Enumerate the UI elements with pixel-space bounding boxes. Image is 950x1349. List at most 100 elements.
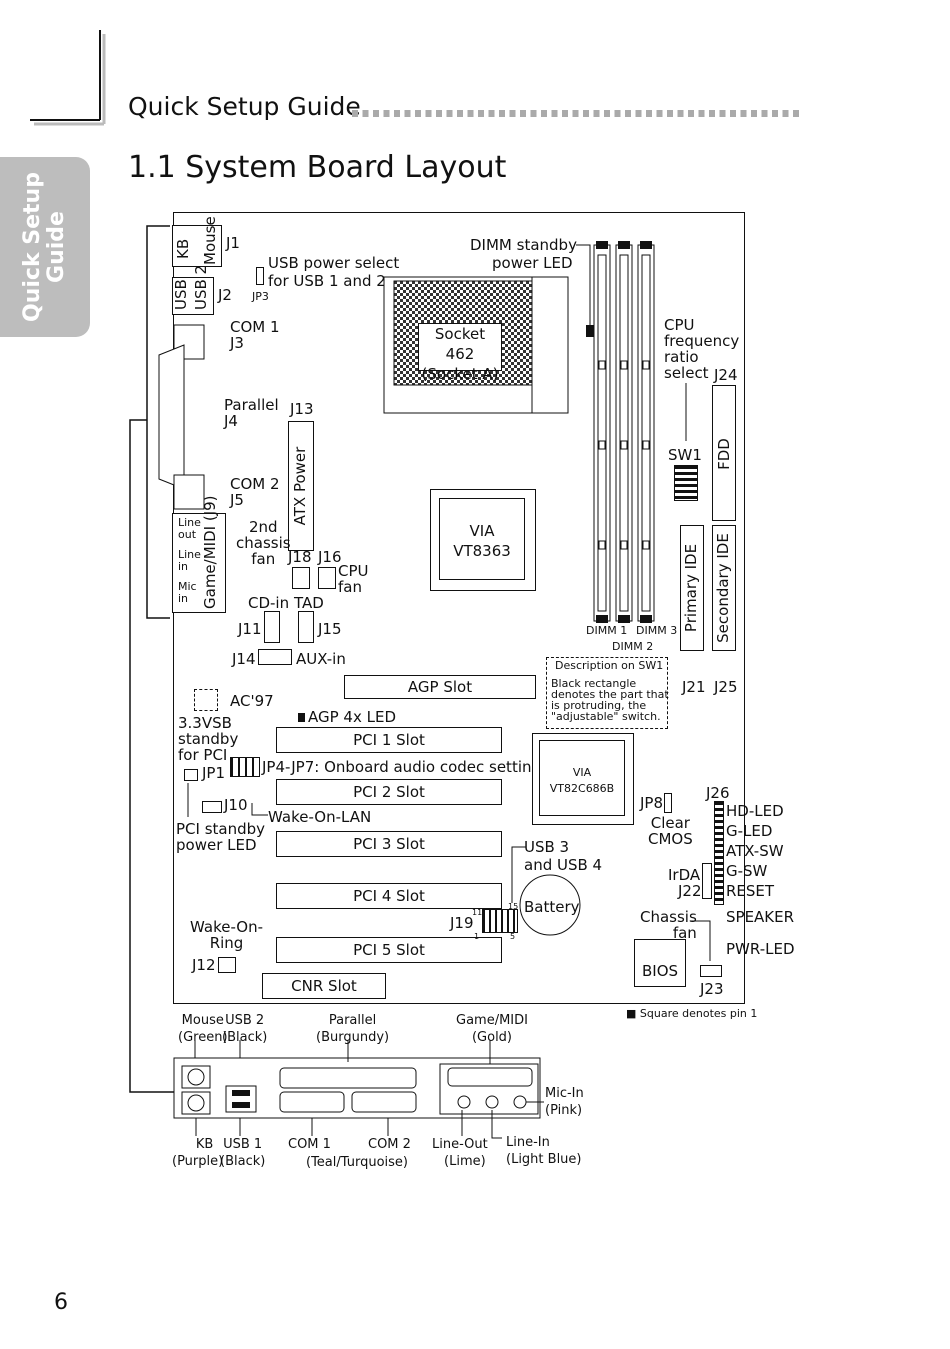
sw1-description-body: Black rectangle denotes the part that is… (551, 677, 669, 723)
j18-label: J18 (288, 548, 312, 566)
secondary-ide-label: Secondary IDE (714, 533, 732, 643)
j23-label: J23 (700, 980, 724, 998)
audio-jacks-connector (172, 513, 226, 613)
fdd-label: FDD (715, 438, 733, 470)
primary-ide-connector (680, 525, 704, 651)
j11-label: J11 (238, 620, 262, 638)
jp8-jumper (664, 793, 672, 813)
page-number: 6 (54, 1290, 68, 1315)
pin15-label: 15 (508, 902, 519, 911)
pci1-slot: PCI 1 Slot (276, 727, 502, 753)
bios-chip (634, 939, 686, 987)
reset-label: RESET (726, 882, 775, 900)
sw1-dip-switch (674, 465, 698, 501)
g-led-label: G-LED (726, 822, 773, 840)
pin5-label: 5 (510, 932, 516, 941)
parallel-com-connectors (158, 324, 205, 510)
dimm1-label: DIMM 1 (586, 624, 628, 637)
pin11-label: 11 (472, 908, 483, 917)
wake-on-ring-label: Wake-On-Ring (190, 918, 264, 952)
ac97-label: AC'97 (230, 692, 274, 710)
fdd-connector (712, 385, 736, 521)
j4-label: J4 (224, 412, 238, 430)
com1-label: COM 1 (230, 318, 280, 336)
j22-irda-header (702, 863, 712, 899)
cd-in-label: CD-in (248, 594, 290, 612)
bp-mouse-label: Mouse(Green) (178, 1013, 228, 1045)
j19-usb-header (482, 909, 518, 933)
usb-label: USB (172, 279, 190, 310)
atx-power-label: ATX Power (291, 446, 309, 526)
sw1-leader (685, 383, 687, 441)
j23-fan-connector (700, 965, 722, 977)
agp-led-square (298, 713, 305, 722)
j14-label: J14 (232, 650, 256, 668)
kb-mouse-connector (172, 225, 222, 267)
usb34-label: USB 3 (524, 838, 570, 856)
bp-usb2-label: USB 2(Black) (222, 1013, 268, 1045)
jp8-label: JP8 (640, 794, 664, 812)
parallel-label: Parallel (224, 396, 279, 414)
j19-label: J19 (450, 914, 474, 932)
system-board: KB Mouse J1 USB power select for USB 1 a… (158, 212, 795, 1004)
bp-com2-label: COM 2 (368, 1137, 411, 1152)
j24-label: J24 (714, 366, 738, 384)
aux-in-connector (258, 649, 292, 665)
bp-mic-in-label: Mic-In(Pink) (545, 1086, 584, 1118)
bp-usb1-label: USB 1(Black) (220, 1137, 266, 1169)
j10-connector (202, 801, 222, 813)
g-sw-label: G-SW (726, 862, 768, 880)
agp-4x-led-label: AGP 4x LED (308, 708, 397, 726)
jp1-label: JP1 (202, 764, 226, 782)
j10-label: J10 (224, 796, 248, 814)
jp3-label: JP3 (252, 290, 269, 303)
com2-label: COM 2 (230, 475, 280, 493)
jp4-jp7-label: JP4-JP7: Onboard audio codec settings (262, 758, 549, 776)
j12-label: J12 (192, 956, 216, 974)
atx-sw-label: ATX-SW (726, 842, 784, 860)
mouse-label: Mouse (201, 216, 219, 265)
j25-label: J25 (714, 678, 738, 696)
primary-ide-label: Primary IDE (682, 543, 700, 633)
dimm2-label: DIMM 2 (612, 640, 654, 653)
via-south-label: VIA (572, 766, 592, 779)
bp-parallel-label: Parallel(Burgundy) (316, 1013, 390, 1045)
bp-line-in-label: Line-In(Light Blue) (506, 1135, 582, 1167)
pci2-slot: PCI 2 Slot (276, 779, 502, 805)
j22-label: J22 (678, 882, 702, 900)
j26-label: J26 (706, 784, 730, 802)
socket-label-2: (Socket A) (421, 365, 499, 383)
cnr-slot: CNR Slot (262, 973, 386, 999)
j16-label: J16 (318, 548, 342, 566)
dimm-slots (593, 241, 655, 623)
speaker-label: SPEAKER (726, 908, 795, 926)
game-midi-j9-label: Game/MIDI (J9) (201, 495, 219, 610)
j21-label: J21 (682, 678, 706, 696)
j12-connector (218, 957, 236, 973)
ac97-codec-chip (194, 689, 218, 711)
usb-power-select-label: USB power select (268, 254, 400, 272)
dimm-standby-led-label: DIMM standby (470, 236, 577, 254)
bios-label: BIOS (642, 962, 679, 980)
dimm-standby-led-label-2: power LED (492, 254, 573, 272)
aux-in-label: AUX-in (296, 650, 346, 668)
socket-label: Socket 462 (434, 325, 486, 363)
back-panel (173, 1040, 544, 1139)
bp-com-color-label: (Teal/Turquoise) (306, 1155, 408, 1170)
side-tab-line2: Guide (44, 211, 69, 283)
j26-front-panel-header (714, 801, 724, 905)
bp-game-midi-label: Game/MIDI(Gold) (456, 1013, 528, 1045)
j18-fan-connector (292, 567, 310, 589)
page-title: 1.1 System Board Layout (128, 150, 507, 185)
bp-com1-label: COM 1 (288, 1137, 331, 1152)
j16-fan-connector (318, 567, 336, 589)
usb34-label-2: and USB 4 (524, 856, 603, 874)
hd-led-label: HD-LED (726, 802, 784, 820)
battery (519, 874, 581, 936)
